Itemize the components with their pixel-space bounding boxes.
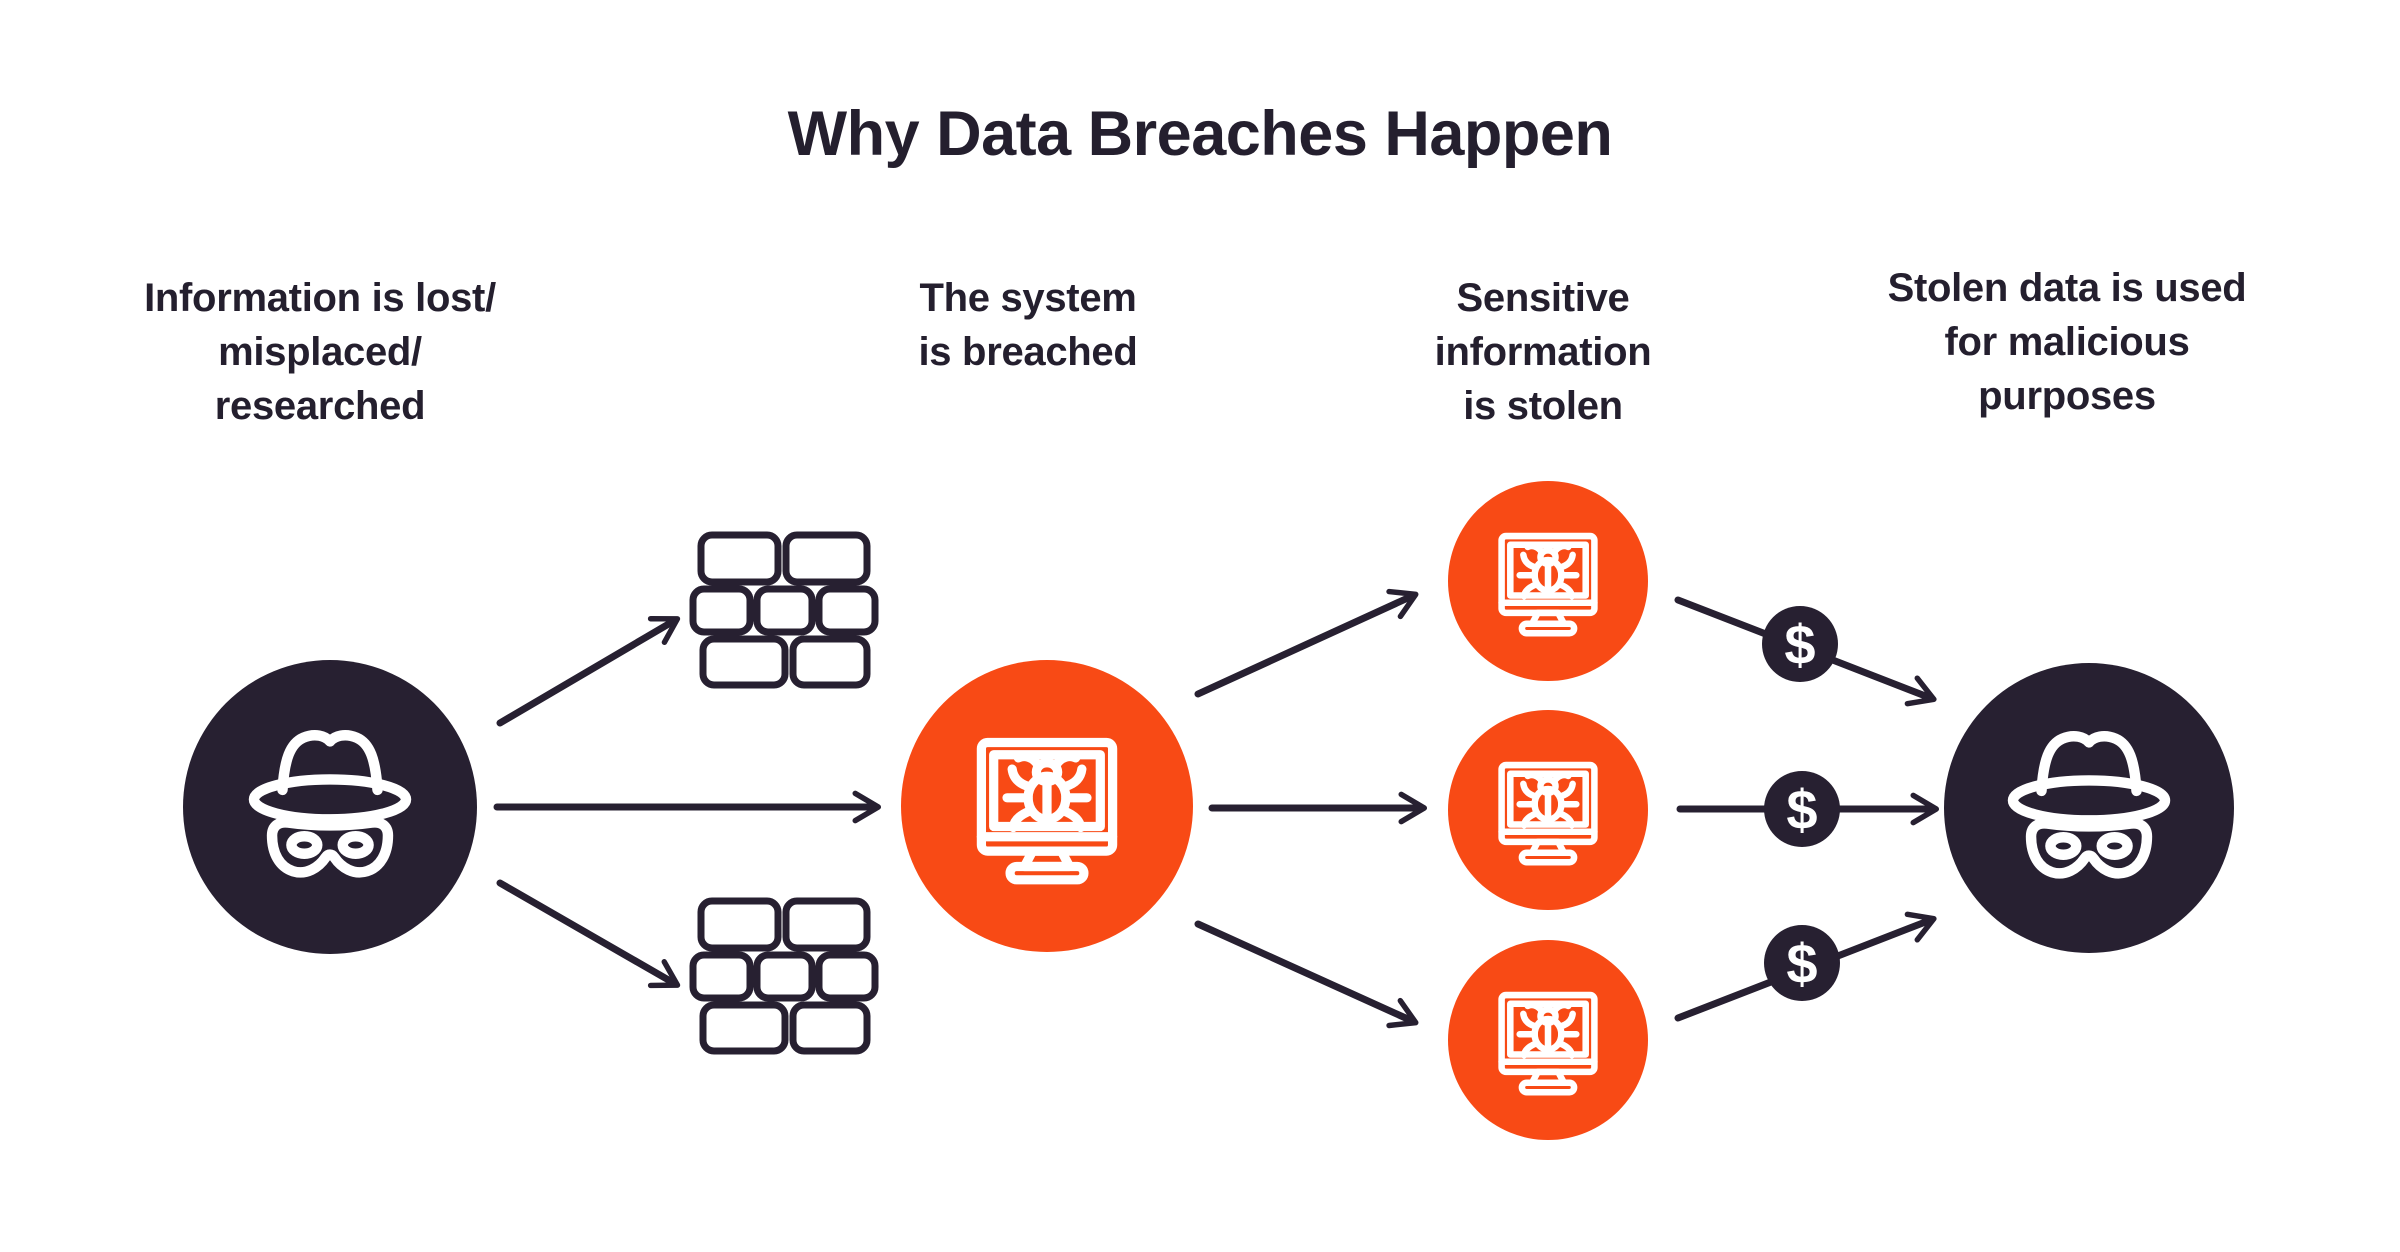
stolen-circle-1 [1448, 481, 1648, 681]
label-line: researched [214, 384, 426, 428]
dark-circle [183, 660, 477, 954]
arrow-start-to-wall-bottom [496, 879, 681, 989]
dollar-badge-1: $ [1762, 606, 1838, 682]
dollar-icon [1762, 606, 1838, 682]
step-label-system-breached: The system is breached [828, 271, 1228, 379]
label-line: misplaced/ [218, 330, 422, 374]
dollar-icon [1764, 925, 1840, 1001]
step-label-malicious-purposes: Stolen data is used for malicious purpos… [1827, 261, 2307, 423]
end-spy-circle [1944, 663, 2234, 953]
step-label-sensitive-stolen: Sensitive information is stolen [1363, 271, 1723, 433]
dollar-badge-3: $ [1764, 925, 1840, 1001]
dollar-badge-2: $ [1764, 771, 1840, 847]
label-line: for malicious [1944, 320, 2190, 364]
label-line: information [1434, 330, 1652, 374]
start-spy-circle [183, 660, 477, 954]
step-label-information-lost: Information is lost/ misplaced/ research… [85, 271, 555, 433]
stolen-circle-2 [1448, 710, 1648, 910]
arrow-start-to-wall-top [496, 616, 681, 727]
label-line: purposes [1978, 374, 2156, 418]
dollar-sign: $ [1786, 932, 1817, 995]
arrow-breach-to-stolen-1 [1194, 588, 1419, 698]
brick-wall-icon-top [693, 535, 875, 685]
label-line: The system [919, 276, 1137, 320]
arrow-breach-to-stolen-3 [1194, 920, 1419, 1029]
label-line: is stolen [1463, 384, 1623, 428]
dark-circle [1944, 663, 2234, 953]
dollar-sign: $ [1784, 613, 1815, 676]
label-line: Sensitive [1456, 276, 1630, 320]
stolen-circle-3 [1448, 940, 1648, 1140]
breach-circle [901, 660, 1193, 952]
label-line: is breached [918, 330, 1138, 374]
label-line: Information is lost/ [144, 276, 496, 320]
dollar-icon [1764, 771, 1840, 847]
dollar-sign: $ [1786, 778, 1817, 841]
brick-wall-icon-bottom [693, 901, 875, 1051]
page-title: Why Data Breaches Happen [787, 99, 1613, 169]
label-line: Stolen data is used [1887, 266, 2247, 310]
